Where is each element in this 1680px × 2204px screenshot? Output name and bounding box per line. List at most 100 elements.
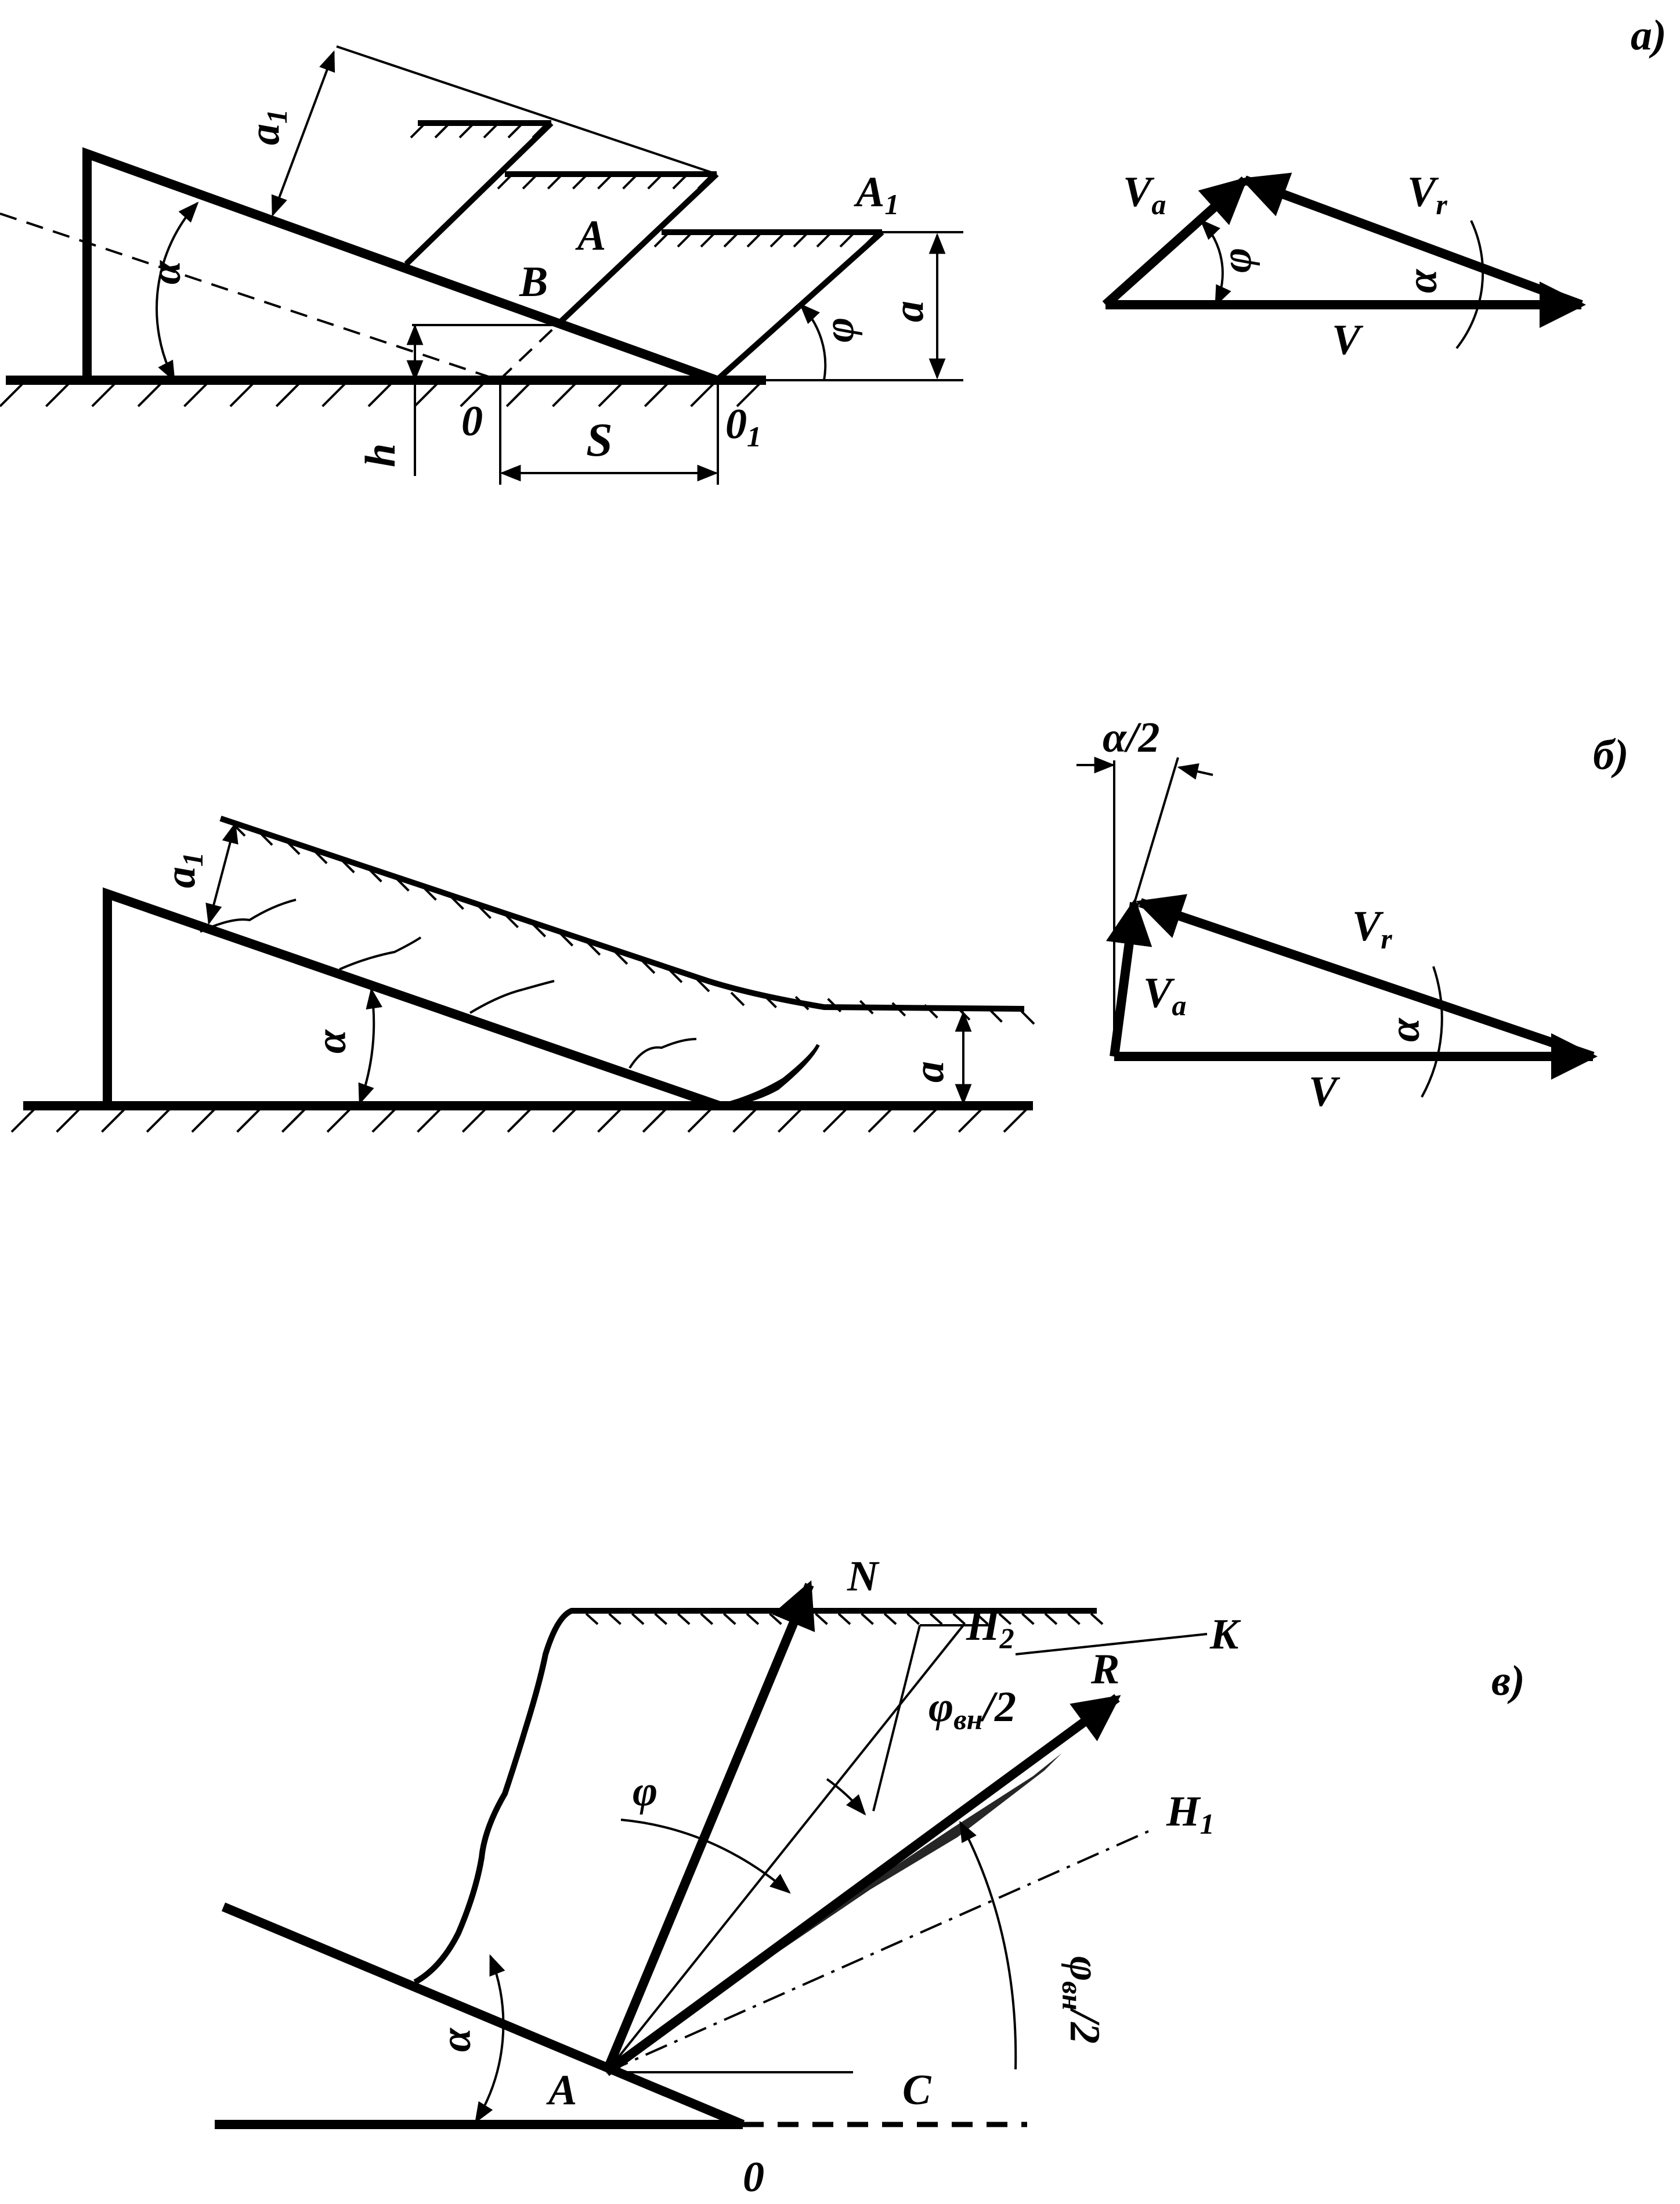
hatch-mark — [0, 382, 24, 407]
hatch-mark — [434, 124, 449, 139]
hatch-mark — [746, 1613, 760, 1625]
hatch-mark — [859, 1000, 874, 1015]
phi-vn-arc — [959, 1820, 1017, 2070]
hatch-mark — [837, 1613, 851, 1625]
hatch-mark — [236, 1108, 262, 1133]
dashed-extension — [0, 212, 500, 381]
hatch-mark — [367, 382, 393, 407]
panel-a: a1 α A A1 B φ a h 0 S 01 а) — [0, 12, 1667, 485]
hatch-mark — [695, 977, 710, 993]
hatch-mark — [793, 233, 808, 248]
hatch-mark — [988, 1008, 1003, 1023]
hatch-mark — [461, 1108, 487, 1133]
hatch-mark — [913, 1108, 938, 1133]
hatch-mark — [10, 1108, 36, 1133]
label-S: S — [586, 413, 613, 466]
hatch-mark — [958, 1108, 983, 1133]
hatch-mark — [522, 175, 537, 190]
hatch-mark — [286, 841, 301, 855]
hatch-mark — [700, 1613, 714, 1625]
panel-tag-b: б) — [1593, 731, 1629, 779]
hatch-mark — [1020, 1010, 1035, 1025]
K-pointer — [1015, 1633, 1208, 1655]
hatch-mark — [507, 1108, 532, 1133]
hatch-mark — [395, 877, 410, 892]
hatch-mark — [906, 1613, 920, 1625]
panel-c: N H2 R φвн/2 K φ H1 φвн/2 α A C 0 в) — [215, 1553, 1525, 2201]
hatch-mark — [586, 941, 601, 956]
chip-top-hatching-c — [585, 1613, 1104, 1625]
hatch-mark — [697, 175, 712, 190]
hatch-mark — [552, 1108, 577, 1133]
alpha-arc-b — [358, 987, 382, 1105]
hatch-mark — [769, 233, 785, 248]
crack-2 — [339, 936, 422, 971]
hatch-mark — [559, 932, 574, 947]
hatch-mark — [668, 968, 683, 983]
hatch-mark — [183, 382, 208, 407]
hatch-mark — [281, 1108, 306, 1133]
hatch-mark — [677, 233, 692, 248]
wedge-tool-b — [103, 887, 721, 1110]
phi-half-leader — [872, 1625, 921, 1812]
hatch-mark — [547, 175, 562, 190]
hatch-mark — [722, 1613, 736, 1625]
label-B: B — [519, 258, 548, 306]
chip-surface-b — [219, 816, 1025, 1012]
phi-arc-c — [620, 1819, 791, 1894]
velocity-triangle-a: Va Vr V φ α — [1102, 168, 1586, 364]
crack-4 — [628, 1038, 697, 1069]
hatch-mark — [45, 382, 70, 407]
hatch-mark — [91, 382, 117, 407]
hatch-mark — [777, 1108, 803, 1133]
hatch-mark — [450, 895, 464, 910]
hatch-mark — [371, 1108, 397, 1133]
chip-shear-line-3 — [714, 230, 884, 383]
alpha-arc-velocity-b — [1421, 966, 1443, 1098]
label-alpha-b: α — [308, 1029, 355, 1054]
shear-dashed — [498, 324, 558, 381]
hatch-mark — [732, 1108, 758, 1133]
hatch-mark — [598, 382, 623, 407]
label-A: A — [575, 212, 606, 259]
hatch-mark — [137, 382, 162, 407]
chip-boundary-c — [413, 1608, 1097, 1985]
hatch-mark — [929, 1613, 943, 1625]
label-alpha-velocity-b: α — [1381, 1018, 1429, 1042]
a1-extension-line — [336, 45, 717, 175]
hatch-mark — [642, 1108, 667, 1133]
label-H2: H2 — [966, 1602, 1014, 1654]
label-V: V — [1332, 316, 1364, 364]
velocity-triangle-b: α/2 Vr Va α V — [1076, 714, 1598, 1116]
crack-5 — [719, 1044, 820, 1108]
phi-half-arc-inner — [826, 1778, 866, 1816]
hatch-mark — [647, 175, 662, 190]
label-a-b: a — [905, 1061, 953, 1083]
hatch-mark — [507, 124, 522, 139]
hatch-mark — [868, 1108, 893, 1133]
hatch-mark — [613, 950, 628, 965]
hatch-mark — [552, 382, 577, 407]
label-phi-half: φвн/2 — [928, 1683, 1016, 1736]
label-R: R — [1090, 1646, 1119, 1693]
hatch-mark — [1067, 1613, 1081, 1625]
label-half-alpha: α/2 — [1103, 714, 1160, 762]
hatch-mark — [730, 991, 745, 1007]
hatch-mark — [410, 124, 425, 139]
hatch-mark — [275, 382, 301, 407]
panel-tag-a: а) — [1631, 12, 1667, 59]
hatch-mark — [313, 849, 328, 864]
alpha-arc-c — [475, 1954, 505, 2124]
hatch-mark — [326, 1108, 352, 1133]
ground-hatching-b — [10, 1108, 1028, 1133]
crack-3 — [469, 980, 555, 1014]
hatch-mark — [641, 959, 656, 974]
hatch-mark — [654, 1613, 667, 1625]
label-Va: Va — [1123, 168, 1166, 221]
vector-Vr-b — [1136, 894, 1595, 1061]
panel-tag-c: в) — [1491, 1657, 1525, 1705]
hatch-mark — [862, 233, 877, 248]
label-a1: a1 — [241, 109, 293, 145]
hatch-mark — [644, 382, 669, 407]
hatch-mark — [146, 1108, 171, 1133]
